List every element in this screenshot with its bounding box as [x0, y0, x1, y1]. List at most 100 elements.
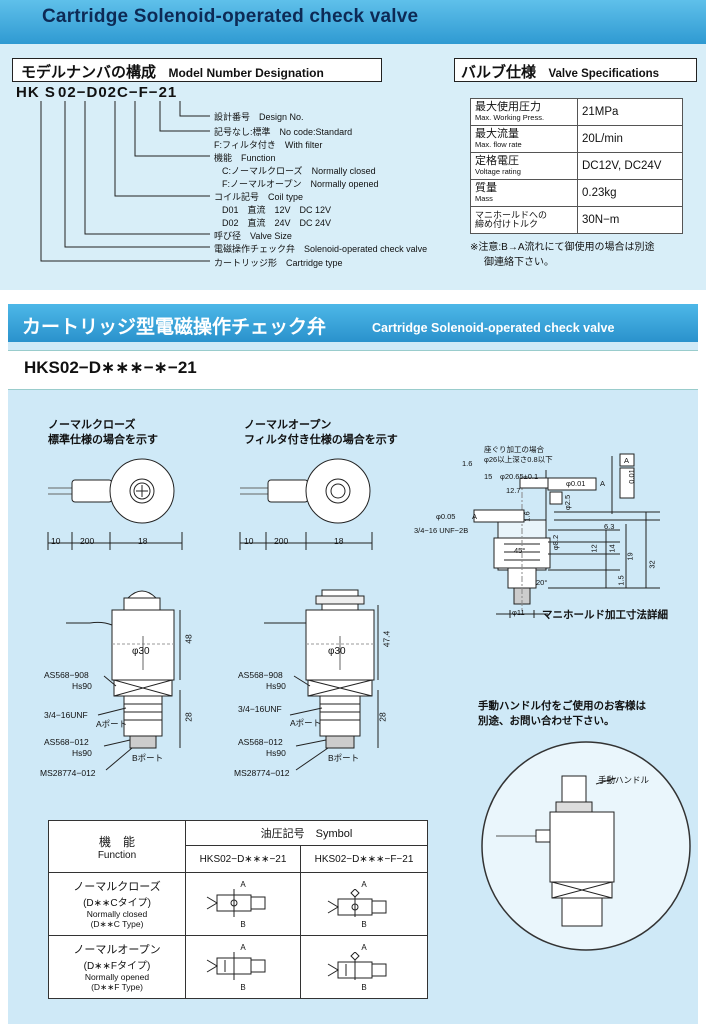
annotation-d02: D02 直流 24V DC 24V [222, 218, 332, 228]
nc-as568-012: AS568−012 [44, 737, 89, 747]
technical-drawings [47, 453, 660, 771]
dim-18: 18 [138, 536, 148, 546]
model-bar [8, 350, 698, 390]
dim-48: 48 [183, 634, 194, 644]
manifold-dim-12-7: 12.7 [506, 486, 521, 495]
model-designation-heading: モデルナンバの構成 Model Number Designation [12, 58, 382, 82]
nc-ms: MS28774−012 [40, 768, 96, 778]
annotation-filter: F:フィルタ付き With filter [214, 140, 323, 150]
manifold-datum-a-2: A [624, 456, 630, 465]
product-title-bar [8, 304, 698, 342]
annotation-cartridge: カートリッジ形 Cartridge type [214, 258, 343, 268]
annotation-no: F:ノーマルオープン Normally opened [222, 179, 379, 189]
phi30-nc: φ30 [132, 646, 150, 657]
nc-hs90-b: Hs90 [72, 748, 92, 758]
table-row: ノーマルクローズ (D∗∗Cタイプ) Normally closed (D∗∗C… [48, 872, 428, 936]
manifold-datum-a-3: A [472, 512, 478, 521]
manifold-dim-1-5: 1.5 [616, 575, 626, 586]
product-title-jp: カートリッジ型電磁操作チェック弁 [22, 317, 327, 338]
manifold-note-1: 座ぐり加工の場合 [484, 445, 544, 454]
no-as568-908: AS568−908 [238, 670, 283, 680]
code-part-hk: HK [16, 84, 40, 101]
code-part-filter: F [138, 84, 149, 101]
annotation-solenoid: 電磁操作チェック弁 Solenoid-operated check valve [214, 244, 428, 254]
manifold-caption: マニホールド加工寸法詳細 [542, 609, 668, 621]
phi30-no: φ30 [328, 646, 346, 657]
dim-10-b: 10 [244, 536, 254, 546]
valve-specs-heading: バルブ仕様 Valve Specifications [454, 58, 697, 82]
code-part-design: 21 [158, 84, 178, 101]
page-title: Cartridge Solenoid-operated check valve [42, 6, 419, 27]
nc-hs90-a: Hs90 [72, 681, 92, 691]
no-caption-1: ノーマルオープン [244, 419, 332, 431]
dim-18-b: 18 [334, 536, 344, 546]
manifold-angle-45: 45° [514, 546, 526, 555]
dim-28-no: 28 [377, 712, 388, 722]
symbol-nc-standard [206, 888, 266, 917]
manifold-thread: 3/4−16 UNF−2B [414, 526, 469, 535]
dim-200-b: 200 [274, 536, 289, 546]
no-unf: 3/4−16UNF [238, 704, 282, 714]
no-as568-012: AS568−012 [238, 737, 283, 747]
manifold-dim-19: 19 [625, 552, 635, 561]
model-code: HK S 02−D02C−F−21 [16, 84, 178, 101]
func-col-header: 機 能 Function [48, 820, 186, 873]
handle-note-2: 別途、お問い合わせ下さい。 [478, 715, 615, 727]
handle-note-1: 手動ハンドル付をご使用のお客様は [478, 700, 646, 712]
dim-200: 200 [80, 536, 95, 546]
manifold-dim-phi2-5: φ2.5 [563, 494, 573, 511]
symbol-no-filter [327, 950, 387, 980]
manifold-angle-20: 20° [536, 578, 548, 587]
model-designation-title-jp: モデルナンバの構成 [21, 64, 157, 81]
annotation-function: 機能 Function [214, 153, 276, 163]
nc-as568-908: AS568−908 [44, 670, 89, 680]
manifold-dim-phi11: φ11 [512, 608, 525, 617]
no-ms: MS28774−012 [234, 768, 290, 778]
designation-leader-lines [40, 101, 210, 262]
symbol-nc-filter [327, 887, 387, 917]
code-part-coil: D02 [86, 84, 118, 101]
nc-caption-2: 標準仕様の場合を示す [48, 434, 158, 446]
manifold-note-2: φ26以上深さ0.8以下 [484, 455, 553, 464]
manifold-dim-12: 12 [589, 544, 599, 553]
symbol-subheader-1: HKS02−D∗∗∗−21 [185, 845, 301, 873]
code-part-function: C [117, 84, 129, 101]
annotation-valve-size: 呼び径 Valve Size [214, 231, 292, 241]
no-hs90-a: Hs90 [266, 681, 286, 691]
manifold-dim-15: 15 [484, 472, 493, 481]
code-part-size: 02 [58, 84, 77, 101]
manifold-tol-phi005: φ0.05 [436, 512, 456, 521]
no-hs90-b: Hs90 [266, 748, 286, 758]
manual-handle-illustration [481, 741, 691, 951]
no-b-port: Bポート [328, 753, 360, 763]
model-designation-title-en: Model Number Designation [168, 66, 324, 80]
manifold-dim-14: 14 [607, 544, 617, 553]
no-a-port: Aポート [290, 718, 322, 728]
function-table: 機 能 Function 油圧記号 Symbol HKS02−D∗∗∗−21 H… [48, 820, 428, 999]
manifold-dim-1-6b: 1.6 [522, 511, 532, 522]
handle-label: 手動ハンドル [598, 775, 650, 785]
dim-10: 10 [51, 536, 61, 546]
symbol-no-standard [206, 951, 266, 980]
table-row: ノーマルオープン (D∗∗Fタイプ) Normally opened (D∗∗F… [48, 935, 428, 999]
code-part-s: S [44, 84, 56, 101]
annotation-standard: 記号なし:標準 No code:Standard [214, 127, 353, 137]
manifold-dim-6-3: 6.3 [604, 522, 615, 531]
nc-a-port: Aポート [96, 719, 128, 729]
nc-b-port: Bポート [132, 753, 164, 763]
dim-28-nc: 28 [183, 712, 194, 722]
product-model: HKS02−D∗∗∗−∗−21 [24, 358, 197, 377]
manifold-dim-phi8: φ8.2 [551, 534, 561, 551]
dim-47-4: 47.4 [381, 630, 392, 648]
manifold-datum-a-1: A [600, 479, 606, 488]
spec-note-2: 御連絡下さい。 [484, 257, 554, 268]
manifold-tol-001: 0.01 [626, 469, 636, 484]
valve-specs-title-jp: バルブ仕様 [461, 64, 537, 81]
product-title-en: Cartridge Solenoid-operated check valve [372, 321, 615, 335]
